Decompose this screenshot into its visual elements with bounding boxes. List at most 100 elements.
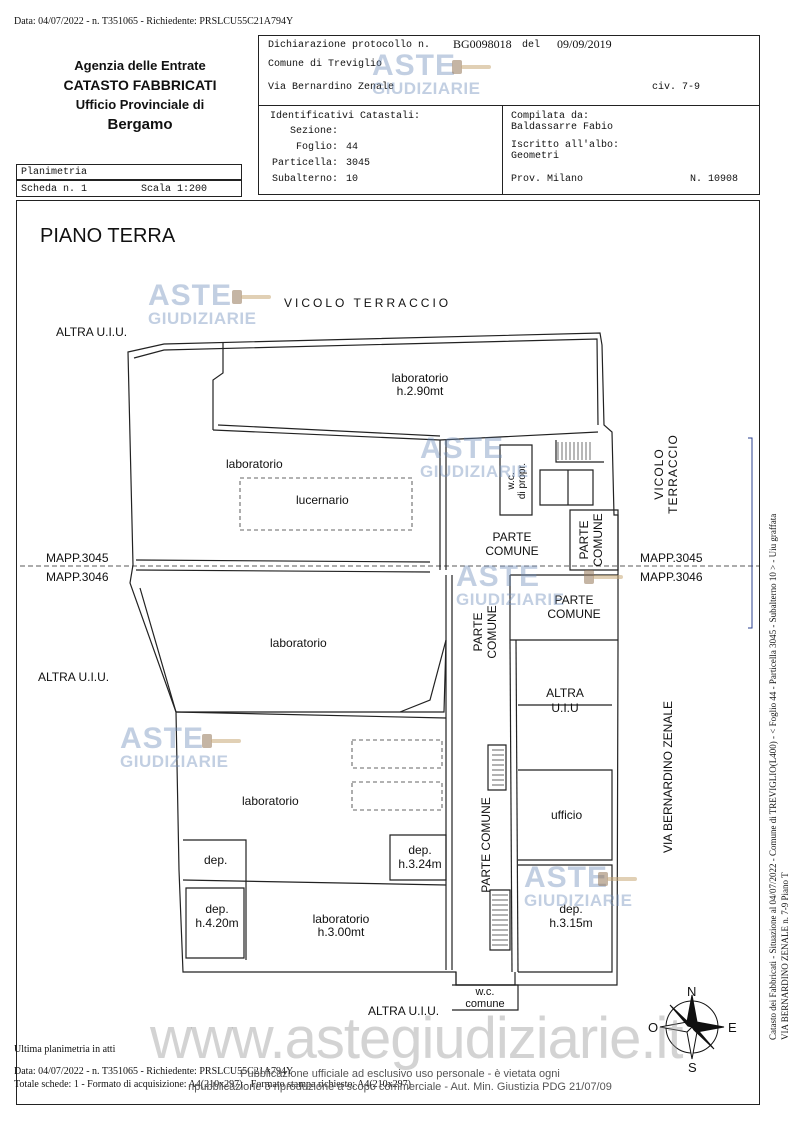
compass-rose (659, 994, 725, 1060)
room-height: h.3.15m (549, 916, 593, 930)
mapp3045-left: MAPP.3045 (46, 551, 109, 565)
room-height: h.3.24m (398, 857, 442, 871)
label-b: COMUNE (547, 607, 601, 621)
scala-label: Scala 1:200 (141, 184, 208, 195)
label-a: PARTE (492, 530, 532, 544)
foglio-value: 44 (346, 142, 359, 153)
label-a: PARTE (577, 520, 591, 560)
room-laboratorio-2: laboratorio (226, 457, 283, 471)
agency-name: Agenzia delle Entrate (74, 58, 206, 73)
room-dep-2: dep. h.3.24m (392, 843, 448, 871)
room-name: dep. (408, 843, 432, 857)
dich-number: BG0098018 (453, 37, 512, 51)
particella-label: Particella: (271, 158, 338, 169)
parte-comune-2: PARTE COMUNE (534, 593, 614, 621)
hammer-icon (584, 570, 623, 584)
planimetria-label: Planimetria (21, 167, 88, 178)
subalterno-value: 10 (346, 174, 359, 185)
label-b: COMUNE (485, 544, 539, 558)
compass-west: O (648, 1020, 659, 1035)
declaration-frame (258, 35, 760, 195)
foglio-label: Foglio: (295, 142, 338, 153)
albo-value: Geometri (511, 151, 560, 162)
room-ufficio: ufficio (551, 808, 583, 822)
albo-number: N. 10908 (690, 174, 739, 185)
altra-bottom-label: ALTRA U.I.U. (368, 1004, 440, 1018)
parte-comune-5: PARTE COMUNE (479, 797, 493, 893)
hammer-icon (598, 872, 637, 886)
room-height: h.3.00mt (317, 925, 365, 939)
ident-label: Identificativi Catastali: (270, 111, 421, 122)
footer-line-2: Totale schede: 1 - Formato di acquisizio… (14, 1079, 411, 1090)
scheda-label: Scheda n. 1 (21, 184, 88, 195)
publication-notice: Pubblicazione ufficiale ad esclusivo uso… (180, 1068, 620, 1094)
room-name: laboratorio (391, 371, 449, 385)
via-right-label: VIA BERNARDINO ZENALE (661, 700, 675, 854)
parte-comune-1: PARTE COMUNE (472, 530, 552, 558)
room-name: dep. (559, 902, 583, 916)
parte-comune-3: PARTE COMUNE (577, 505, 605, 575)
side-text-address: VIA BERNARDINO ZENALE n. 7-9 Piano T (780, 872, 790, 1040)
prov-label: Prov. Milano (511, 174, 584, 185)
compilata-label: Compilata da: (511, 111, 590, 122)
mapp3045-right: MAPP.3045 (640, 551, 703, 565)
room-dep-1: dep. (204, 853, 228, 867)
piano-title: PIANO TERRA (40, 225, 176, 247)
civ-label: civ. 7-9 (652, 82, 701, 93)
hammer-icon (202, 734, 241, 748)
ultima-planimetria: Ultima planimetria in atti (14, 1044, 116, 1055)
room-laboratorio-3: laboratorio (270, 636, 327, 650)
room-name: w.c. (475, 986, 495, 998)
altra-uiu-room: ALTRA U.I.U (530, 686, 600, 716)
header-top-line: Data: 04/07/2022 - n. T351065 - Richiede… (14, 16, 294, 27)
publication-line-2: ripubblicazione o riproduzione a scopo c… (188, 1081, 612, 1093)
dich-label: Dichiarazione protocollo n. (268, 40, 431, 51)
mapp3046-left: MAPP.3046 (46, 570, 109, 584)
label-a: PARTE (554, 593, 594, 607)
hammer-icon (452, 60, 491, 74)
label-a: ALTRA (546, 686, 584, 700)
room-laboratorio-top: laboratorio h.2.90mt (360, 372, 480, 398)
website-watermark: www.astegiudiziarie.it (150, 1006, 683, 1071)
agency-block: Agenzia delle Entrate CATASTO FABBRICATI… (20, 58, 260, 133)
ufficio-label: Ufficio Provinciale di (75, 97, 205, 112)
dich-date: 09/09/2019 (557, 37, 612, 51)
compass-north: N (687, 984, 697, 999)
catasto-title: CATASTO FABBRICATI (63, 77, 217, 93)
room-height: h.4.20m (195, 916, 239, 930)
wc-comune: w.c. comune (452, 986, 518, 1010)
altra-top-label: ALTRA U.I.U. (56, 325, 128, 339)
iscritto-label: Iscritto all'albo: (511, 140, 620, 151)
hammer-icon (232, 290, 271, 304)
vicolo-right-label: VICOLO TERRACCIO (652, 434, 680, 514)
drawing-frame (16, 200, 760, 1105)
publication-line-1: Pubblicazione ufficiale ad esclusivo uso… (240, 1068, 560, 1080)
room-name: laboratorio (312, 912, 370, 926)
room-laboratorio-5: laboratorio h.3.00mt (296, 913, 386, 939)
planimetria-box: Planimetria (16, 164, 242, 180)
dich-del: del (522, 40, 541, 51)
lucernario-label: lucernario (296, 493, 349, 507)
compass-east: E (728, 1020, 737, 1035)
room-dep-3: dep. h.4.20m (188, 902, 246, 930)
comune-label: Comune di Treviglio (268, 59, 383, 70)
scheda-box: Scheda n. 1 Scala 1:200 (16, 180, 242, 197)
room-sub: comune (465, 998, 505, 1010)
ufficio-city: Bergamo (107, 116, 173, 133)
altra-left-label: ALTRA U.I.U. (38, 670, 110, 684)
footer-line-1: Data: 04/07/2022 - n. T351065 - Richiede… (14, 1066, 294, 1077)
room-dep-4: dep. h.3.15m (536, 902, 606, 930)
particella-value: 3045 (346, 158, 371, 169)
subalterno-label: Subalterno: (271, 174, 338, 185)
side-text-catasto: Catasto dei Fabbricati - Situazione al 0… (768, 513, 778, 1040)
mapp3046-right: MAPP.3046 (640, 570, 703, 584)
compass-south: S (688, 1060, 697, 1075)
label-b: COMUNE (591, 513, 605, 567)
sezione-label: Sezione: (289, 126, 338, 137)
via-label: Via Bernardino Zenale (268, 82, 395, 93)
